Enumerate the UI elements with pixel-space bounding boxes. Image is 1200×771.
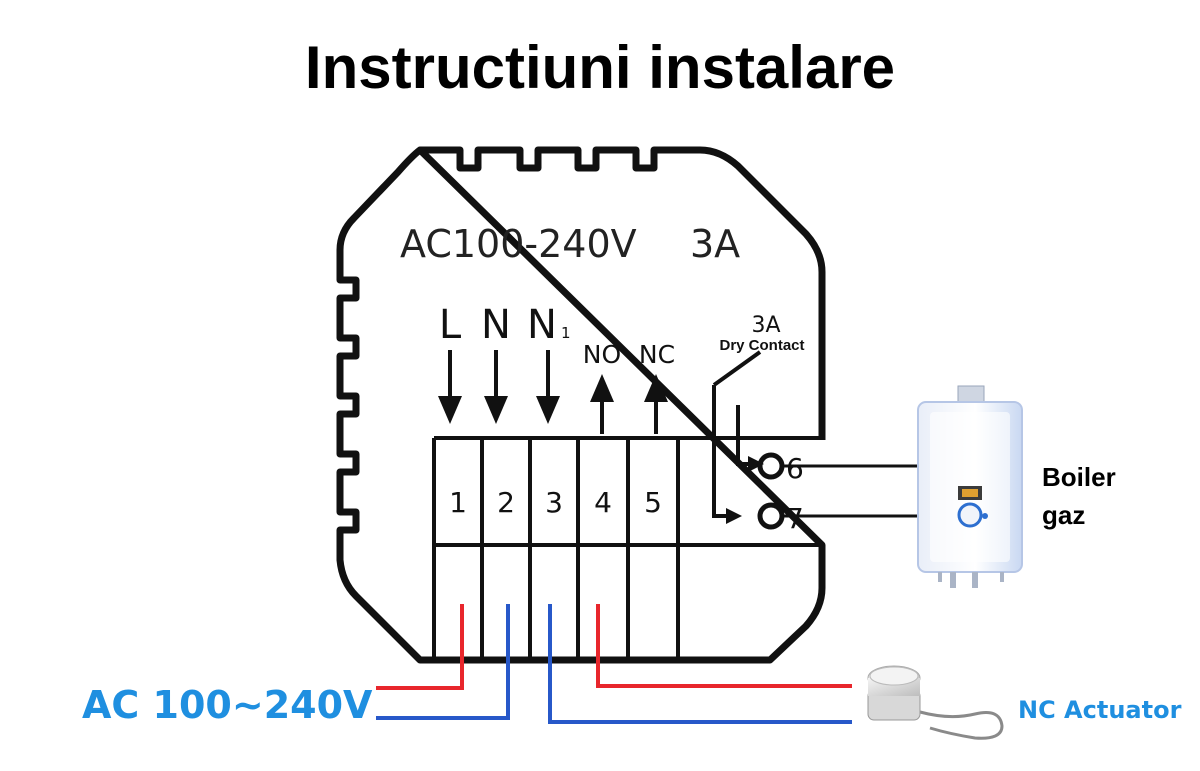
label-N1-subscript: 1	[561, 324, 571, 342]
terminal-4-number: 4	[594, 486, 612, 519]
label-N: N	[481, 302, 511, 348]
neutral-wire	[376, 604, 510, 720]
rating-current: 3A	[690, 222, 740, 266]
actuator-neutral-wire	[548, 604, 852, 724]
label-L: L	[439, 302, 462, 348]
contact-7-terminal	[757, 502, 785, 530]
rating-voltage: AC100-240V	[400, 222, 637, 266]
boiler-label-line2: gaz	[1042, 500, 1085, 530]
boiler-illustration	[917, 385, 1023, 588]
dry-contact-label: Dry Contact	[719, 337, 804, 354]
device-outline	[336, 146, 826, 664]
page-title: Instructiuni instalare	[305, 34, 895, 101]
label-N1: N	[527, 302, 557, 348]
dry-contact-switch	[712, 350, 764, 524]
contact-7-number: 7	[786, 502, 804, 535]
boiler-label-line1: Boiler	[1042, 462, 1116, 492]
terminal-3-number: 3	[545, 486, 563, 519]
arrow-up-NC	[644, 374, 668, 434]
live-wire	[376, 604, 464, 690]
arrow-down-N1	[536, 350, 560, 424]
dry-contact-current: 3A	[751, 313, 780, 338]
arrow-down-L	[438, 350, 462, 424]
actuator-live-wire	[596, 604, 852, 688]
arrow-up-NO	[590, 374, 614, 434]
terminal-1-number: 1	[449, 486, 467, 519]
nc-actuator-illustration	[867, 665, 1004, 740]
terminal-5-number: 5	[644, 486, 662, 519]
terminal-2-number: 2	[497, 486, 515, 519]
label-NC: NC	[639, 340, 675, 369]
arrow-down-N	[484, 350, 508, 424]
label-NO: NO	[583, 340, 621, 369]
terminal-block	[432, 436, 822, 660]
contact-6-number: 6	[786, 452, 804, 485]
supply-label: AC 100~240V	[82, 683, 373, 727]
actuator-label: NC Actuator	[1018, 696, 1182, 724]
contact-6-terminal	[757, 452, 785, 480]
